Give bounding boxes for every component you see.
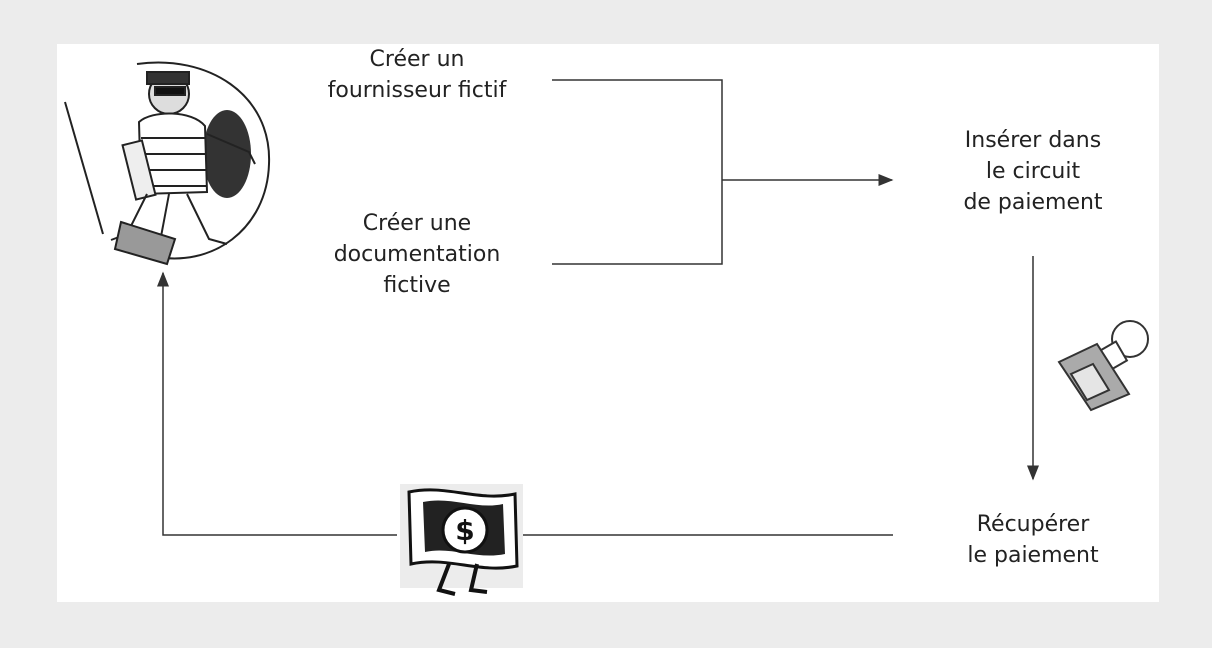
stamp-icon xyxy=(1057,320,1149,412)
node-insert-payment: Insérer dans le circuit de paiement xyxy=(913,125,1153,218)
node-line: le circuit xyxy=(985,159,1081,184)
diagram-panel: $ Créer un fournisseur fictif Créer une … xyxy=(57,44,1159,602)
node-line: fictive xyxy=(383,273,451,298)
node-line: Créer une xyxy=(362,211,472,236)
bracket-line xyxy=(552,79,723,265)
node-line: le paiement xyxy=(967,543,1099,568)
node-line: documentation xyxy=(333,242,501,267)
node-line: fournisseur fictif xyxy=(327,78,507,103)
node-line: Récupérer xyxy=(976,512,1090,537)
node-fake-supplier: Créer un fournisseur fictif xyxy=(282,44,552,106)
merge-bracket xyxy=(552,79,723,265)
node-line: Insérer dans xyxy=(964,128,1102,153)
node-fake-documentation: Créer une documentation fictive xyxy=(282,208,552,301)
svg-text:$: $ xyxy=(455,514,474,547)
node-line: Créer un xyxy=(369,47,465,72)
arrow-to-thief xyxy=(157,271,397,536)
flow-diagram: $ xyxy=(64,61,1149,596)
thief-icon xyxy=(64,61,271,266)
money-icon: $ xyxy=(400,484,523,596)
node-line: de paiement xyxy=(963,190,1103,215)
node-collect-payment: Récupérer le paiement xyxy=(913,509,1153,571)
